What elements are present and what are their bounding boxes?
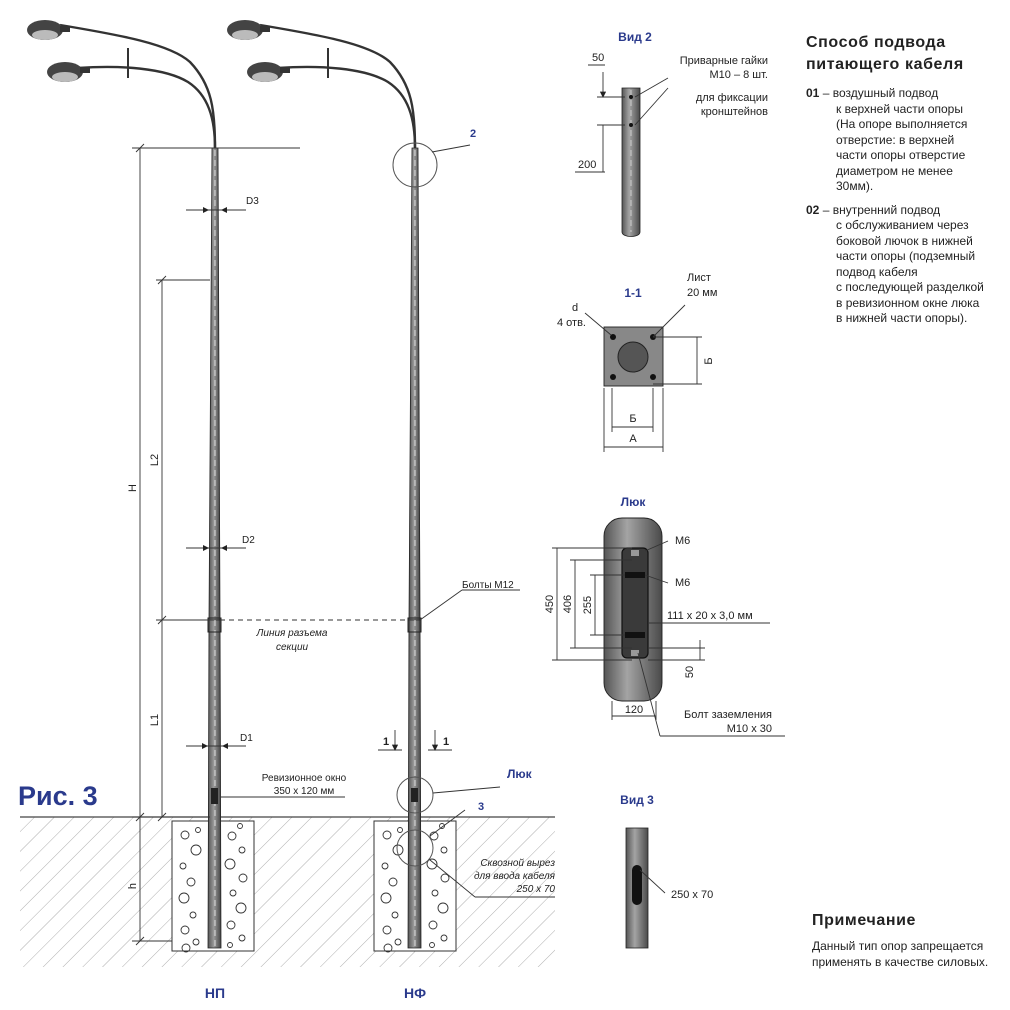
section-title: 1-1 — [624, 286, 642, 300]
section-1-1: 1-1 d 4 отв. Лист 20 мм Б Б А — [557, 272, 717, 452]
view2-note-3: для фиксации — [696, 92, 768, 104]
note-line-1: Данный тип опор запрещается — [812, 939, 984, 953]
dim-H: H — [127, 484, 139, 492]
lamp-left-upper — [27, 20, 70, 40]
method-item-01: 01 – воздушный подвод к верхней части оп… — [806, 86, 968, 193]
pole-right-label: НФ — [404, 985, 426, 1001]
split-line-label-2: секции — [276, 642, 309, 653]
pole-left — [27, 20, 222, 949]
detail-view-2: Вид 2 50 200 Приварные гайки М10 – 8 шт.… — [575, 30, 768, 237]
hatch-dim-50: 50 — [684, 666, 696, 678]
detail-circle-2 — [392, 142, 438, 188]
hatch-dim-120: 120 — [625, 704, 643, 716]
callout-hatch: Люк — [507, 767, 533, 781]
dim-D2: D2 — [242, 535, 255, 546]
cable-method-title-2: питающего кабеля — [806, 56, 964, 73]
method-num-02: 02 — [806, 202, 820, 217]
section-b-horizontal: Б — [629, 413, 636, 425]
cable-method-block: Способ подвода питающего кабеля 01 – воз… — [806, 32, 1006, 327]
note-title: Примечание — [812, 912, 917, 929]
figure-label: Рис. 3 — [18, 781, 98, 811]
dim-L2: L2 — [149, 454, 161, 466]
note-block: Примечание Данный тип опор запрещается п… — [812, 910, 1010, 970]
section-mark-1a: 1 — [383, 736, 389, 748]
method-item-02: 02 – внутренний подвод с обслуживанием ч… — [806, 202, 984, 326]
view2-note-4: кронштейнов — [701, 106, 768, 118]
lamp-right-upper — [227, 20, 270, 40]
rev-window-label-1: Ревизионное окно — [262, 773, 347, 784]
view2-note-2: М10 – 8 шт. — [709, 69, 768, 81]
cable-method-title-1: Способ подвода — [806, 34, 946, 51]
hatch-dim-255: 255 — [582, 596, 594, 614]
dimension-lines — [132, 143, 555, 946]
hatch-title: Люк — [621, 495, 647, 509]
dim-h: h — [127, 883, 139, 889]
section-sheet-2: 20 мм — [687, 287, 717, 299]
pole-left-label: НП — [205, 985, 225, 1001]
hatch-dim-450: 450 — [544, 595, 556, 613]
cut-label-3: 250 x 70 — [516, 884, 556, 895]
section-a: А — [629, 433, 637, 445]
split-line-label-1: Линия разъема — [256, 628, 328, 639]
hatch-dim-406: 406 — [562, 595, 574, 613]
section-b-vertical: Б — [703, 357, 715, 364]
view3-title: Вид 3 — [620, 793, 654, 807]
lamp-right-lower — [247, 62, 290, 82]
rev-window-label-2: 350 x 120 мм — [274, 786, 335, 797]
gravel-left — [178, 823, 248, 953]
view3-size: 250 x 70 — [671, 889, 713, 901]
cut-label-1: Сквозной вырез — [480, 858, 555, 869]
lamp-left-lower — [47, 62, 90, 82]
section-mark-1b: 1 — [443, 736, 449, 748]
note-line-2: применять в качестве силовых. — [812, 955, 989, 969]
detail-view-3: Вид 3 250 x 70 — [620, 793, 713, 949]
callout-3: 3 — [478, 801, 484, 813]
hatch-ground-bolt-2: М10 x 30 — [727, 723, 772, 735]
dim-L1: L1 — [149, 714, 161, 726]
ground — [20, 816, 555, 967]
dim-D3: D3 — [246, 196, 259, 207]
hatch-m6-upper: М6 — [675, 535, 690, 547]
detail-circle-3 — [396, 829, 434, 867]
view2-dim-50: 50 — [592, 52, 604, 64]
hatch-detail: Люк М6 М6 — [544, 495, 785, 737]
method-num-01: 01 — [806, 86, 820, 100]
cut-label-2: для ввода кабеля — [474, 870, 556, 882]
hatch-m6-lower: М6 — [675, 577, 690, 589]
section-d: d — [572, 302, 578, 314]
view2-note-1: Приварные гайки — [680, 55, 768, 67]
pole-right — [227, 20, 438, 949]
section-sheet-1: Лист — [687, 272, 711, 284]
view2-title: Вид 2 — [618, 30, 652, 44]
view2-dim-200: 200 — [578, 159, 596, 171]
dim-D1: D1 — [240, 733, 253, 744]
section-holes: 4 отв. — [557, 317, 586, 329]
callout-2: 2 — [470, 128, 476, 140]
detail-circle-hatch — [396, 776, 434, 814]
gravel-right — [380, 823, 450, 953]
hatch-ground-bolt-1: Болт заземления — [684, 709, 772, 721]
hatch-strip-size: 111 x 20 x 3,0 мм — [667, 610, 753, 622]
bolts-label: Болты М12 — [462, 580, 514, 591]
